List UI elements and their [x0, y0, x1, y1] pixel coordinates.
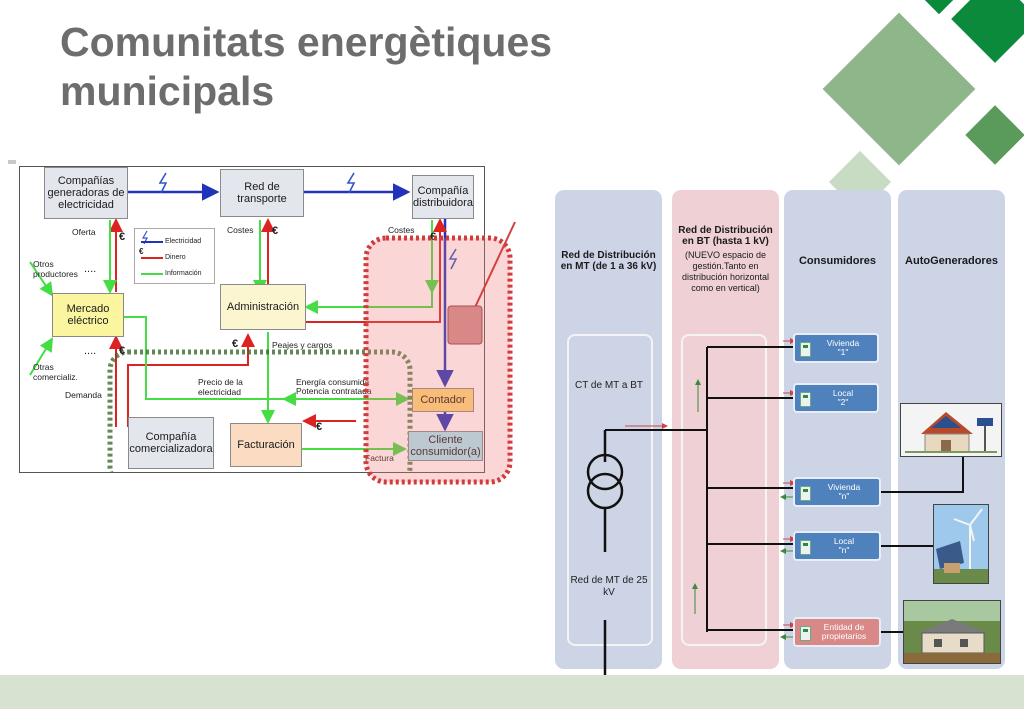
consumer-line2: propietarios [821, 631, 867, 641]
consumer-line1: Vivienda [826, 338, 860, 348]
legend-swatches [141, 230, 163, 275]
euro-icon: € [119, 231, 126, 243]
diamond-mid [965, 105, 1024, 165]
client-box: Cliente consumidor(a) [408, 431, 483, 461]
column-mt-title: Red de Distribución en MT (de 1 a 36 kV) [560, 250, 657, 272]
solar-house-icon [905, 412, 997, 453]
meter-icon [800, 392, 811, 407]
legend-electricity: Electricidad [165, 238, 202, 245]
generators-box: Compañías generadoras de electricidad [44, 167, 128, 219]
wind-turbine-icon [934, 508, 988, 583]
meter-icon [800, 342, 811, 357]
offer-label: Oferta [72, 227, 96, 237]
euro-icon: € [139, 247, 144, 256]
euro-icon: € [232, 338, 239, 350]
mt-label: Red de MT de 25 kV [570, 575, 648, 598]
diamond-large [822, 12, 976, 166]
dots-1: .... [84, 263, 97, 275]
consumer-local-2: Local "2" [795, 385, 877, 411]
column-autogen-title: AutoGeneradores [905, 255, 998, 267]
column-bt-title: Red de Distribución en BT (hasta 1 kV) (… [674, 225, 777, 294]
solar-house-illustration [900, 403, 1002, 457]
page-title: Comunitats energètiques municipals [60, 19, 553, 114]
consumer-line1: Entidad de [823, 622, 865, 632]
legend: € Electricidad Dinero Información [134, 228, 215, 284]
column-consumers-title: Consumidores [798, 255, 876, 267]
consumer-line2: "n" [838, 545, 850, 555]
footer-band [0, 675, 1024, 709]
legend-information: Información [165, 270, 202, 277]
price-label: Precio de la electricidad [198, 377, 243, 397]
mt-inner-frame [567, 334, 653, 646]
consumer-owners-entity: Entidad de propietarios [795, 619, 879, 645]
meter-icon [800, 626, 811, 641]
ct-label: CT de MT a BT [575, 380, 643, 391]
costs-left-label: Costes [227, 225, 254, 235]
consumer-vivienda-1: Vivienda "1" [795, 335, 877, 361]
consumer-line1: Local [833, 536, 855, 546]
administration-box: Administración [220, 284, 306, 330]
billing-box: Facturación [230, 423, 302, 467]
column-bt-subtitle: (NUEVO espacio de gestión.Tanto en distr… [681, 250, 770, 293]
consumer-line2: "n" [838, 491, 850, 501]
consumer-line2: "1" [837, 347, 849, 357]
column-consumers [784, 190, 891, 669]
dots-2: .... [84, 345, 97, 357]
building-illustration [903, 600, 1001, 664]
demand-label: Demanda [65, 390, 102, 400]
euro-icon: € [272, 225, 279, 237]
electricity-flow-diagram: Compañías generadoras de electricidad Re… [19, 166, 485, 473]
meter-icon [800, 486, 811, 501]
other-producers-label: Otros productores [33, 259, 78, 279]
energy-label: Energía consumida [296, 377, 370, 387]
transport-box: Red de transporte [220, 169, 304, 217]
legend-money: Dinero [165, 254, 186, 261]
meter-icon [800, 540, 811, 555]
euro-icon: € [316, 421, 323, 433]
market-box: Mercado eléctrico [52, 293, 124, 337]
consumer-local-n: Local "n" [795, 533, 879, 559]
wind-solar-illustration [933, 504, 989, 584]
distributor-box: Compañía distribuidora [412, 175, 474, 219]
tolls-label: Peajes y cargos [272, 340, 333, 350]
euro-icon: € [430, 231, 437, 243]
retailer-box: Compañía comercializadora [128, 417, 214, 469]
distribution-network-diagram: Red de Distribución en MT (de 1 a 36 kV)… [555, 190, 1005, 675]
network-lines [586, 338, 964, 675]
other-retailers-label: Otras comercializ. [33, 362, 78, 382]
meter-box: Contador [412, 388, 474, 412]
consumer-line1: Vivienda [827, 482, 861, 492]
euro-icon: € [119, 345, 126, 357]
consumer-line1: Local [832, 388, 854, 398]
diamond-small [917, 0, 961, 15]
costs-right-label: Costes [388, 225, 415, 235]
power-label: Potencia contratada [296, 386, 372, 396]
invoice-label: Factura [365, 453, 394, 463]
building-icon [904, 601, 1000, 663]
consumer-vivienda-n: Vivienda "n" [795, 479, 879, 505]
diamond-green [951, 0, 1024, 63]
consumer-line2: "2" [837, 397, 849, 407]
bt-inner-frame [681, 334, 767, 646]
slide-marker [8, 160, 16, 164]
